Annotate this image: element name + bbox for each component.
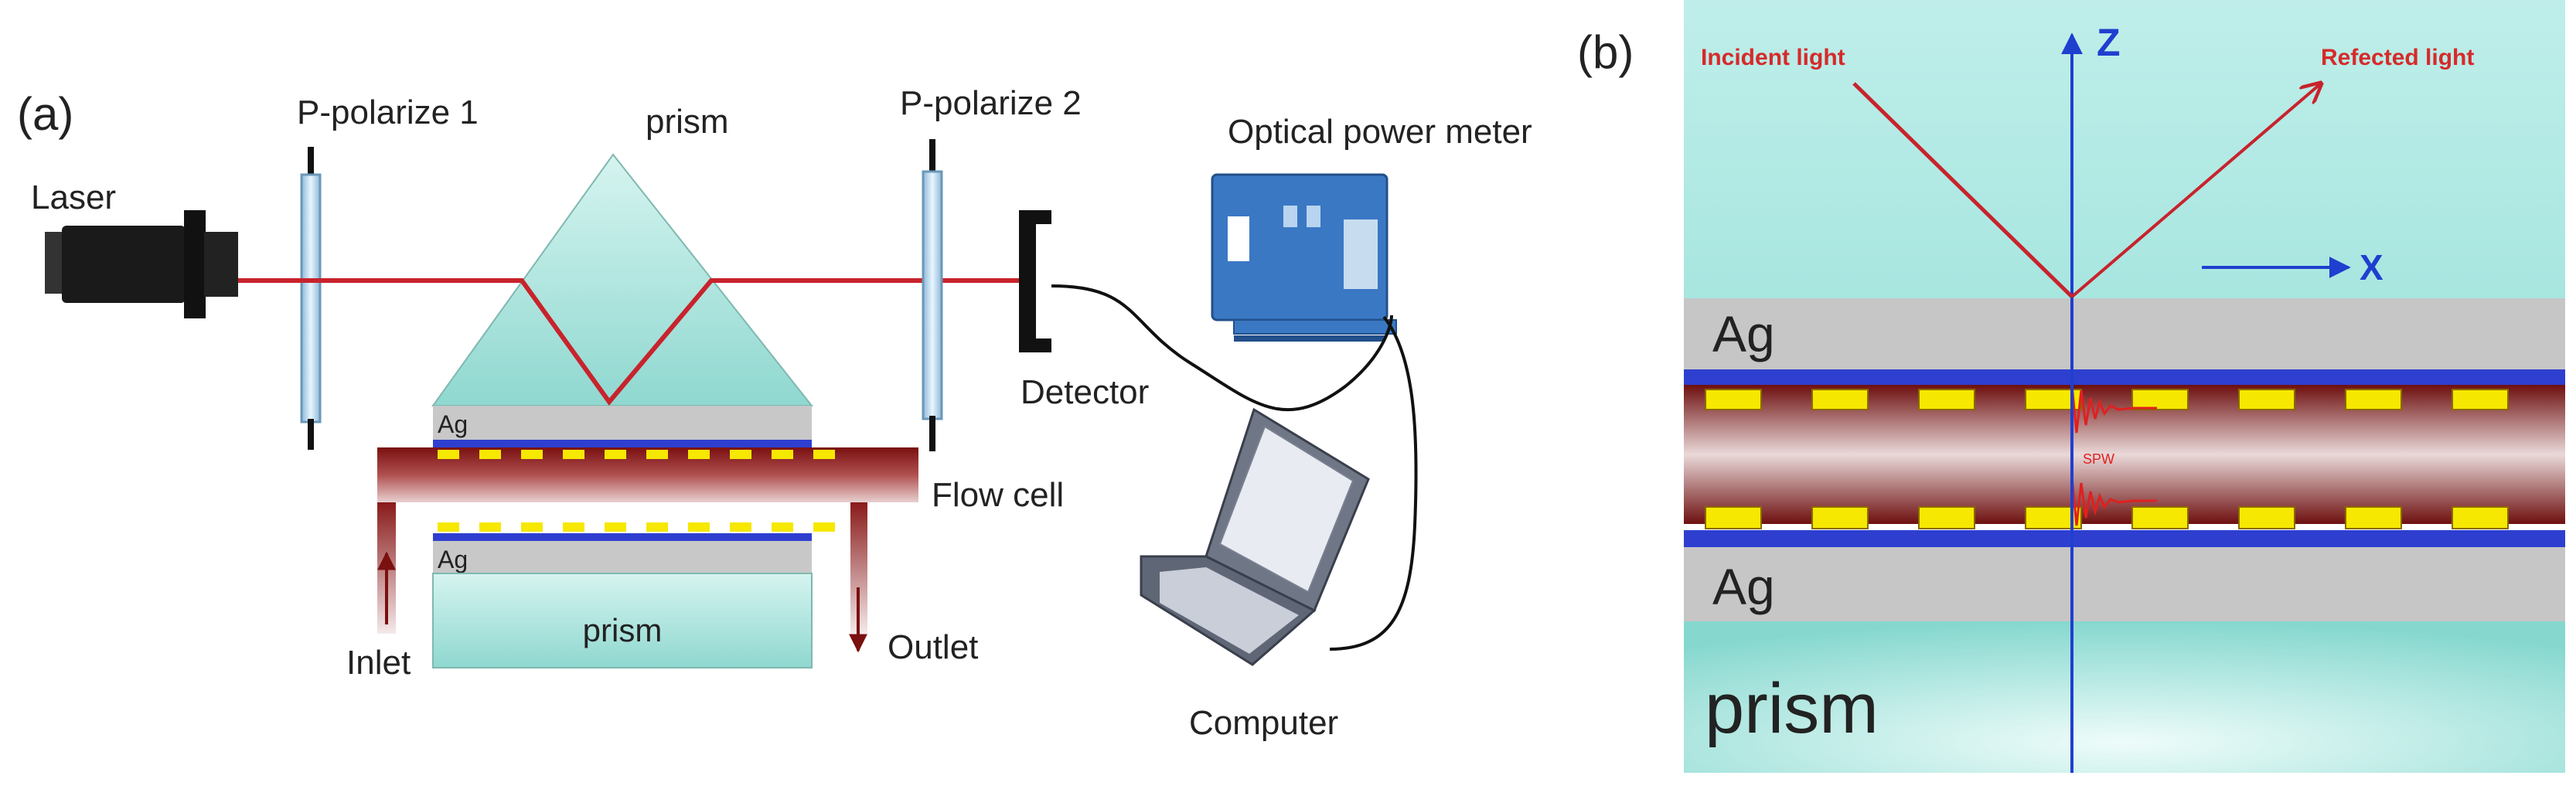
spw-label: SPW	[2083, 451, 2114, 467]
gold-stripe	[2452, 506, 2509, 529]
panel-a: (a) Laser P-polarize 1 prism Ag	[17, 84, 1532, 742]
panel-b-bottom-blue	[1684, 530, 2565, 547]
optical-power-meter	[1211, 173, 1397, 342]
top-prism-label: prism	[646, 103, 729, 141]
gold-stripe	[646, 450, 668, 459]
detector-label: Detector	[1021, 373, 1149, 411]
detector	[1019, 210, 1051, 352]
gold-stripe	[2238, 506, 2295, 529]
polarizer-1-label: P-polarize 1	[297, 94, 479, 131]
gold-stripe	[688, 450, 710, 459]
gold-stripe	[2131, 506, 2189, 529]
incident-light-label: Incident light	[1701, 45, 1845, 70]
gold-stripe	[521, 522, 543, 532]
gold-stripe	[438, 450, 459, 459]
bottom-prism-label: prism	[583, 612, 663, 648]
outlet-label: Outlet	[888, 628, 978, 666]
x-axis-label: X	[2360, 247, 2383, 287]
panel-b-background	[1684, 0, 2565, 298]
panel-b-top-blue	[1684, 369, 2565, 385]
reflected-light	[2070, 83, 2321, 298]
gold-stripe	[521, 450, 543, 459]
panel-b-prism-label: prism	[1705, 669, 1879, 748]
polarizer-1	[300, 147, 322, 450]
gold-stripe	[605, 450, 626, 459]
gold-stripe	[1918, 506, 1975, 529]
gold-stripe	[646, 522, 668, 532]
detector-cable	[1051, 284, 1393, 412]
incident-light	[1852, 82, 2073, 298]
gold-stripe	[2345, 389, 2402, 410]
computer-laptop	[1140, 407, 1370, 666]
gold-stripe	[2345, 506, 2402, 529]
bottom-ag-layer	[433, 541, 812, 573]
panel-b-prism	[1684, 621, 2565, 773]
gold-stripe	[772, 522, 793, 532]
gold-stripe	[813, 522, 835, 532]
laser-label: Laser	[31, 179, 116, 216]
top-ag-layer	[433, 406, 812, 440]
top-gold-stripes	[438, 450, 835, 459]
top-blue-film	[433, 440, 812, 447]
gold-stripe	[438, 522, 459, 532]
panel-b-bottom-ag-label: Ag	[1712, 558, 1775, 615]
gold-stripe	[2452, 389, 2509, 410]
panel-b-top-ag	[1684, 298, 2565, 369]
power-meter-label: Optical power meter	[1228, 113, 1532, 151]
panel-b-label: (b)	[1577, 26, 1634, 78]
gold-stripe	[1918, 389, 1975, 410]
bottom-blue-film	[433, 533, 812, 541]
gold-stripe	[605, 522, 626, 532]
gold-stripe	[1705, 506, 1762, 529]
gold-stripe	[1705, 389, 1762, 410]
gold-stripe	[772, 450, 793, 459]
panel-a-label: (a)	[17, 88, 73, 140]
bottom-ag-label: Ag	[438, 546, 468, 573]
gold-stripe	[2238, 389, 2295, 410]
gold-stripe	[563, 522, 584, 532]
gold-stripe	[1811, 506, 1869, 529]
reflected-light-label: Refected light	[2321, 45, 2474, 70]
polarizer-2-label: P-polarize 2	[900, 84, 1082, 122]
gold-stripe	[813, 450, 835, 459]
gold-stripe	[479, 450, 501, 459]
panel-b-top-gold-stripes	[1705, 389, 2509, 410]
gold-stripe	[1811, 389, 1869, 410]
computer-label: Computer	[1189, 704, 1338, 742]
laser-device	[45, 210, 238, 318]
computer-cable	[1329, 315, 1418, 651]
flow-cell-label: Flow cell	[932, 476, 1064, 514]
panel-b-bottom-ag	[1684, 547, 2565, 621]
panel-b: (b) Ag Ag prism SPW Z X Inciden	[1577, 0, 2565, 773]
spw-wave-bottom	[2070, 477, 2157, 526]
laser-beam	[238, 278, 1028, 406]
top-ag-label: Ag	[438, 410, 468, 438]
z-axis-label: Z	[2097, 21, 2121, 64]
spw-wave-top	[2070, 384, 2157, 434]
bottom-prism	[432, 573, 813, 668]
polarizer-2	[922, 139, 943, 451]
gold-stripe	[730, 522, 751, 532]
gold-stripe	[730, 450, 751, 459]
gold-stripe	[563, 450, 584, 459]
gold-stripe	[2131, 389, 2189, 410]
gold-stripe	[688, 522, 710, 532]
panel-b-top-ag-label: Ag	[1712, 305, 1775, 362]
gold-stripe	[479, 522, 501, 532]
bottom-gold-stripes	[438, 522, 835, 532]
inlet-label: Inlet	[346, 644, 411, 682]
